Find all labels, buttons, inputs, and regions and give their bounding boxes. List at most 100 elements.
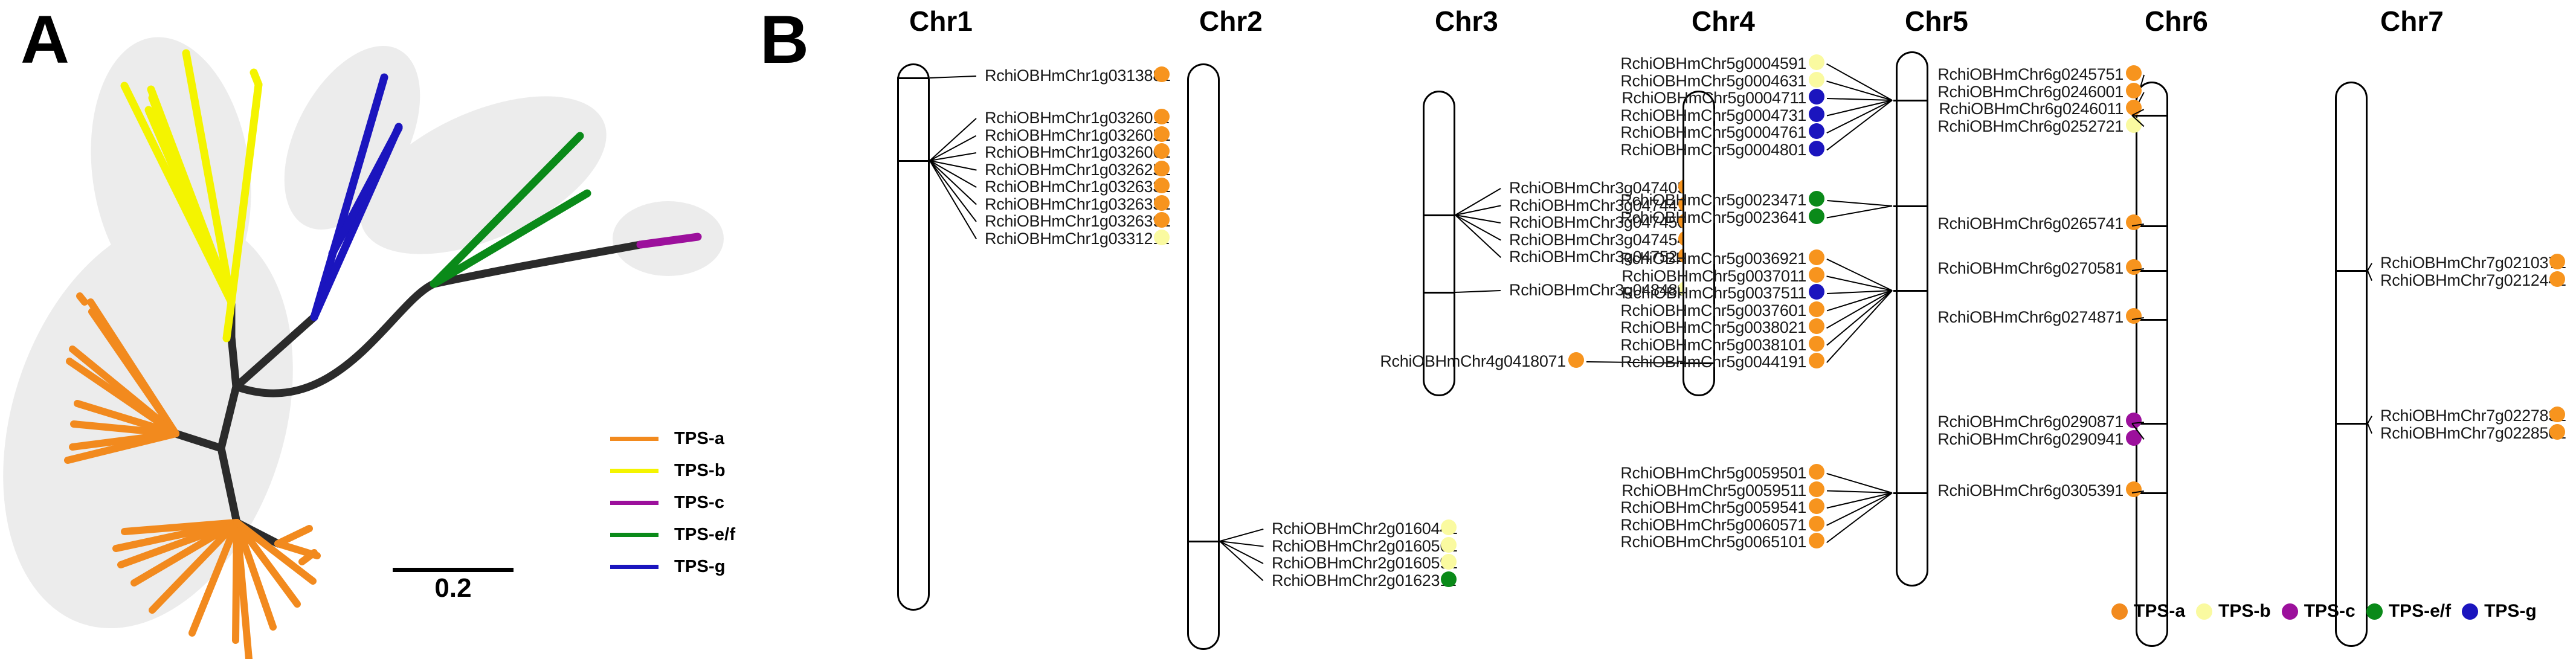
chromosome-bar-chr1[interactable]: [897, 63, 930, 611]
gene-label[interactable]: RchiOBHmChr5g0044191: [1620, 353, 1806, 371]
gene-label[interactable]: RchiOBHmChr6g0290941: [1937, 429, 2124, 448]
gene-group-dot-tps-e-f: [1809, 208, 1824, 224]
gene-group-dot-tps-a: [1809, 481, 1824, 497]
gene-label[interactable]: RchiOBHmChr5g0037011: [1621, 266, 1806, 285]
gene-label[interactable]: RchiOBHmChr2g0160591: [1272, 554, 1458, 572]
gene-label[interactable]: RchiOBHmChr5g0036921: [1620, 249, 1806, 268]
gene-label[interactable]: RchiOBHmChr7g0227831: [2380, 407, 2566, 425]
legend-color-dot: [2196, 603, 2213, 620]
gene-label[interactable]: RchiOBHmChr4g0418071: [1380, 352, 1566, 370]
gene-label[interactable]: RchiOBHmChr5g0038101: [1620, 335, 1806, 354]
gene-label[interactable]: RchiOBHmChr6g0245751: [1937, 65, 2124, 83]
gene-label[interactable]: RchiOBHmChr3g0484891: [1509, 281, 1695, 299]
gene-label[interactable]: RchiOBHmChr1g0326331: [985, 178, 1171, 196]
gene-label[interactable]: RchiOBHmChr5g0004711: [1621, 89, 1806, 107]
gene-position-tick: [897, 160, 929, 162]
chromosome-title-chr3: Chr3: [1435, 5, 1498, 37]
gene-position-tick: [897, 77, 929, 79]
gene-label[interactable]: RchiOBHmChr1g0326351: [985, 194, 1171, 213]
gene-position-tick: [1680, 362, 1714, 364]
chromosome-bar-chr7[interactable]: [2335, 82, 2368, 647]
gene-label[interactable]: RchiOBHmChr6g0274871: [1937, 308, 2124, 326]
gene-position-tick: [1893, 492, 1927, 494]
gene-label[interactable]: RchiOBHmChr1g0313881: [985, 66, 1171, 85]
chromosome-title-chr5: Chr5: [1905, 5, 1968, 37]
map-legend-item: TPS-g: [2462, 601, 2537, 622]
gene-position-tick: [2133, 319, 2167, 321]
chromosome-bar-chr3[interactable]: [1423, 91, 1455, 396]
gene-group-dot-tps-a: [1154, 66, 1170, 82]
gene-group-dot-tps-g: [1809, 89, 1824, 104]
gene-label[interactable]: RchiOBHmChr7g0228501: [2380, 423, 2566, 442]
gene-position-tick: [2133, 423, 2167, 425]
gene-group-dot-tps-g: [1809, 123, 1824, 139]
gene-label[interactable]: RchiOBHmChr5g0004591: [1620, 54, 1806, 72]
clade-tps-g: [310, 73, 403, 321]
gene-leader-line: [1826, 259, 1893, 291]
legend-color-dot: [2281, 603, 2298, 620]
map-legend-item: TPS-e/f: [2366, 601, 2451, 622]
gene-label[interactable]: RchiOBHmChr3g0474541: [1509, 230, 1695, 249]
gene-leader-line: [1826, 63, 1893, 101]
gene-group-dot-tps-a: [2126, 259, 2142, 275]
gene-label[interactable]: RchiOBHmChr5g0065101: [1620, 533, 1806, 551]
gene-label[interactable]: RchiOBHmChr6g0290871: [1937, 413, 2124, 431]
gene-label[interactable]: RchiOBHmChr2g0160441: [1272, 519, 1458, 538]
gene-label[interactable]: RchiOBHmChr2g0160561: [1272, 536, 1458, 555]
map-legend-item: TPS-b: [2196, 601, 2271, 622]
gene-label[interactable]: RchiOBHmChr5g0060571: [1620, 515, 1806, 534]
gene-label[interactable]: RchiOBHmChr7g0210371: [2380, 254, 2566, 272]
gene-label[interactable]: RchiOBHmChr2g0162311: [1272, 571, 1457, 590]
gene-label[interactable]: RchiOBHmChr3g0475221: [1509, 248, 1695, 266]
chromosome-bar-chr5[interactable]: [1896, 51, 1928, 587]
gene-label[interactable]: RchiOBHmChr7g0212441: [2380, 271, 2566, 289]
gene-label[interactable]: RchiOBHmChr5g0004631: [1620, 71, 1806, 90]
gene-label[interactable]: RchiOBHmChr5g0059501: [1620, 464, 1806, 482]
gene-label[interactable]: RchiOBHmChr3g0474051: [1509, 179, 1695, 197]
gene-position-tick: [1423, 292, 1454, 294]
legend-label: TPS-b: [674, 461, 726, 480]
gene-label[interactable]: RchiOBHmChr3g0474411: [1509, 196, 1694, 214]
gene-label[interactable]: RchiOBHmChr5g0004761: [1620, 123, 1806, 141]
gene-label[interactable]: RchiOBHmChr6g0252721: [1937, 117, 2124, 135]
gene-leader-line: [2367, 423, 2372, 434]
gene-label[interactable]: RchiOBHmChr5g0038021: [1620, 318, 1806, 336]
gene-label[interactable]: RchiOBHmChr1g0326011: [985, 109, 1170, 127]
gene-group-dot-tps-a: [1809, 515, 1824, 532]
clade-tps-b: [120, 49, 263, 342]
gene-label[interactable]: RchiOBHmChr5g0004731: [1620, 106, 1806, 124]
clade-tps-ef: [430, 132, 591, 288]
legend-color-dot: [2111, 603, 2128, 620]
gene-group-dot-tps-e-f: [1441, 571, 1457, 587]
chromosome-bar-chr2[interactable]: [1187, 63, 1220, 650]
gene-label[interactable]: RchiOBHmChr5g0059541: [1620, 498, 1806, 516]
tree-legend-item: TPS-b: [610, 455, 735, 487]
legend-label: TPS-e/f: [2388, 601, 2452, 621]
gene-label[interactable]: RchiOBHmChr1g0326391: [985, 212, 1171, 230]
chromosome-bar-chr4[interactable]: [1682, 91, 1715, 396]
gene-label[interactable]: RchiOBHmChr6g0246001: [1937, 82, 2124, 101]
gene-label[interactable]: RchiOBHmChr6g0305391: [1937, 481, 2124, 500]
gene-leader-line: [929, 160, 977, 222]
gene-leader-line: [1826, 98, 1893, 101]
gene-label[interactable]: RchiOBHmChr5g0059511: [1621, 481, 1806, 500]
gene-group-dot-tps-b: [1441, 519, 1457, 535]
gene-label[interactable]: RchiOBHmChr5g0023471: [1620, 191, 1806, 209]
gene-label[interactable]: RchiOBHmChr5g0037601: [1620, 301, 1806, 320]
gene-label[interactable]: RchiOBHmChr5g0037511: [1621, 284, 1806, 302]
gene-label[interactable]: RchiOBHmChr1g0326051: [985, 126, 1171, 144]
gene-label[interactable]: RchiOBHmChr6g0270581: [1937, 259, 2124, 277]
gene-label[interactable]: RchiOBHmChr5g0023641: [1620, 208, 1806, 227]
gene-label[interactable]: RchiOBHmChr1g0326251: [985, 160, 1171, 179]
chromosome-bar-chr6[interactable]: [2136, 82, 2168, 647]
panel-a-letter: A: [21, 2, 69, 77]
gene-label[interactable]: RchiOBHmChr3g0474501: [1509, 213, 1695, 231]
gene-label[interactable]: RchiOBHmChr6g0265741: [1937, 214, 2124, 233]
phylogenetic-tree: [3, 37, 724, 659]
gene-label[interactable]: RchiOBHmChr6g0246011: [1939, 100, 2124, 118]
gene-group-dot-tps-g: [1809, 284, 1824, 300]
gene-label[interactable]: RchiOBHmChr5g0004801: [1620, 140, 1806, 159]
gene-label[interactable]: RchiOBHmChr1g0326061: [985, 143, 1171, 161]
gene-label[interactable]: RchiOBHmChr1g0331211: [985, 229, 1170, 248]
